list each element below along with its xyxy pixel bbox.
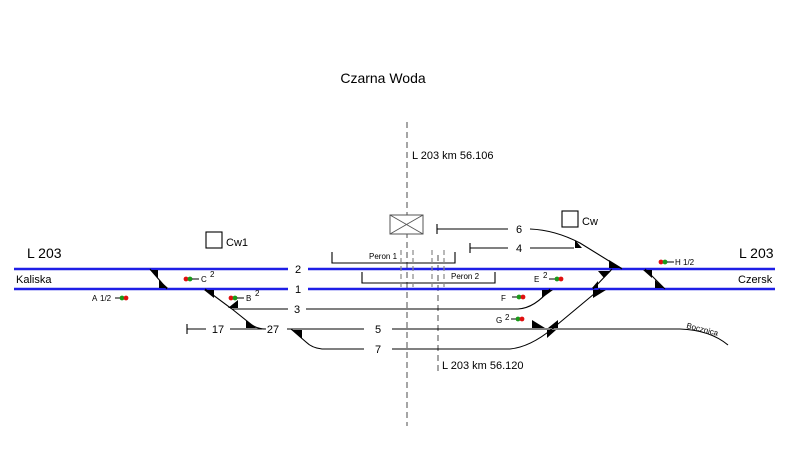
signal-a-red-lamp <box>123 295 129 301</box>
signal-h: H 1/2 <box>658 258 695 267</box>
signal-e-red-lamp <box>558 276 564 282</box>
signal-h-red-lamp <box>658 259 664 265</box>
track-7-curve <box>509 288 601 350</box>
signal-box-cw1-label: Cw1 <box>226 237 248 249</box>
signal-e-label: E <box>534 275 539 284</box>
track-17-label: 17 <box>212 324 224 336</box>
km-bottom-label: L 203 km 56.120 <box>442 360 524 372</box>
track-3-label: 3 <box>294 304 300 316</box>
signal-a: A 1/2 <box>92 294 129 303</box>
direction-czersk: Czersk <box>738 274 773 286</box>
track-6-curve <box>529 228 623 270</box>
signal-f-green-lamp <box>516 294 522 300</box>
station-title: Czarna Woda <box>340 70 426 86</box>
signal-e-sup: 2 <box>543 271 548 280</box>
signal-c-red-lamp <box>183 276 189 282</box>
platform-1-label: Peron 1 <box>369 252 398 261</box>
signal-g-green-lamp <box>515 316 521 322</box>
signal-a-green-lamp <box>119 295 125 301</box>
signal-f: F <box>501 294 526 303</box>
direction-kaliska: Kaliska <box>16 274 52 286</box>
signal-c-label: C <box>201 275 207 284</box>
signal-box-cw <box>561 210 579 228</box>
track-6-label: 6 <box>516 224 522 236</box>
signal-box-cw1 <box>205 231 223 249</box>
signal-b-sup: 2 <box>255 289 260 298</box>
signal-g-sup: 2 <box>505 313 510 322</box>
track-2-label: 2 <box>295 264 301 276</box>
switch-markers <box>150 240 664 339</box>
platform-1 <box>331 252 456 264</box>
signal-g-label: G <box>496 316 502 325</box>
track-27-label: 27 <box>267 324 279 336</box>
siding-label: Bocznica <box>686 321 720 338</box>
track-7-left <box>290 328 364 350</box>
platform-crossings <box>400 250 445 290</box>
line-label-left: L 203 <box>27 245 62 261</box>
signal-h-label: H <box>675 258 681 267</box>
signal-f-label: F <box>501 294 506 303</box>
platform-2-label: Peron 2 <box>451 272 480 281</box>
signal-c-sup: 2 <box>210 270 215 279</box>
platform-2 <box>361 272 496 284</box>
signal-c: C 2 <box>183 270 215 284</box>
signal-h-green-lamp <box>662 259 668 265</box>
signal-b-red-lamp <box>228 295 234 301</box>
track-7-label: 7 <box>375 344 381 356</box>
line-label-right: L 203 <box>739 245 774 261</box>
signal-g-red-lamp <box>519 316 525 322</box>
signal-b-green-lamp <box>232 295 238 301</box>
track-1-label: 1 <box>295 284 301 296</box>
station-building-icon <box>389 214 424 235</box>
signal-f-red-lamp <box>520 294 526 300</box>
siding-curve <box>679 328 729 346</box>
signal-a-sub: 1/2 <box>100 294 112 303</box>
signal-h-sub: 1/2 <box>683 258 695 267</box>
signal-e: E 2 <box>534 271 564 284</box>
signal-b: B 2 <box>228 289 260 303</box>
signal-c-green-lamp <box>187 276 193 282</box>
signal-g: G 2 <box>496 313 525 325</box>
track-5-label: 5 <box>375 324 381 336</box>
signal-box-cw-label: Cw <box>582 216 598 228</box>
signal-a-label: A <box>92 294 98 303</box>
track-4-label: 4 <box>516 243 522 255</box>
km-top-label: L 203 km 56.106 <box>412 150 494 162</box>
signal-e-green-lamp <box>554 276 560 282</box>
signal-b-label: B <box>246 294 251 303</box>
